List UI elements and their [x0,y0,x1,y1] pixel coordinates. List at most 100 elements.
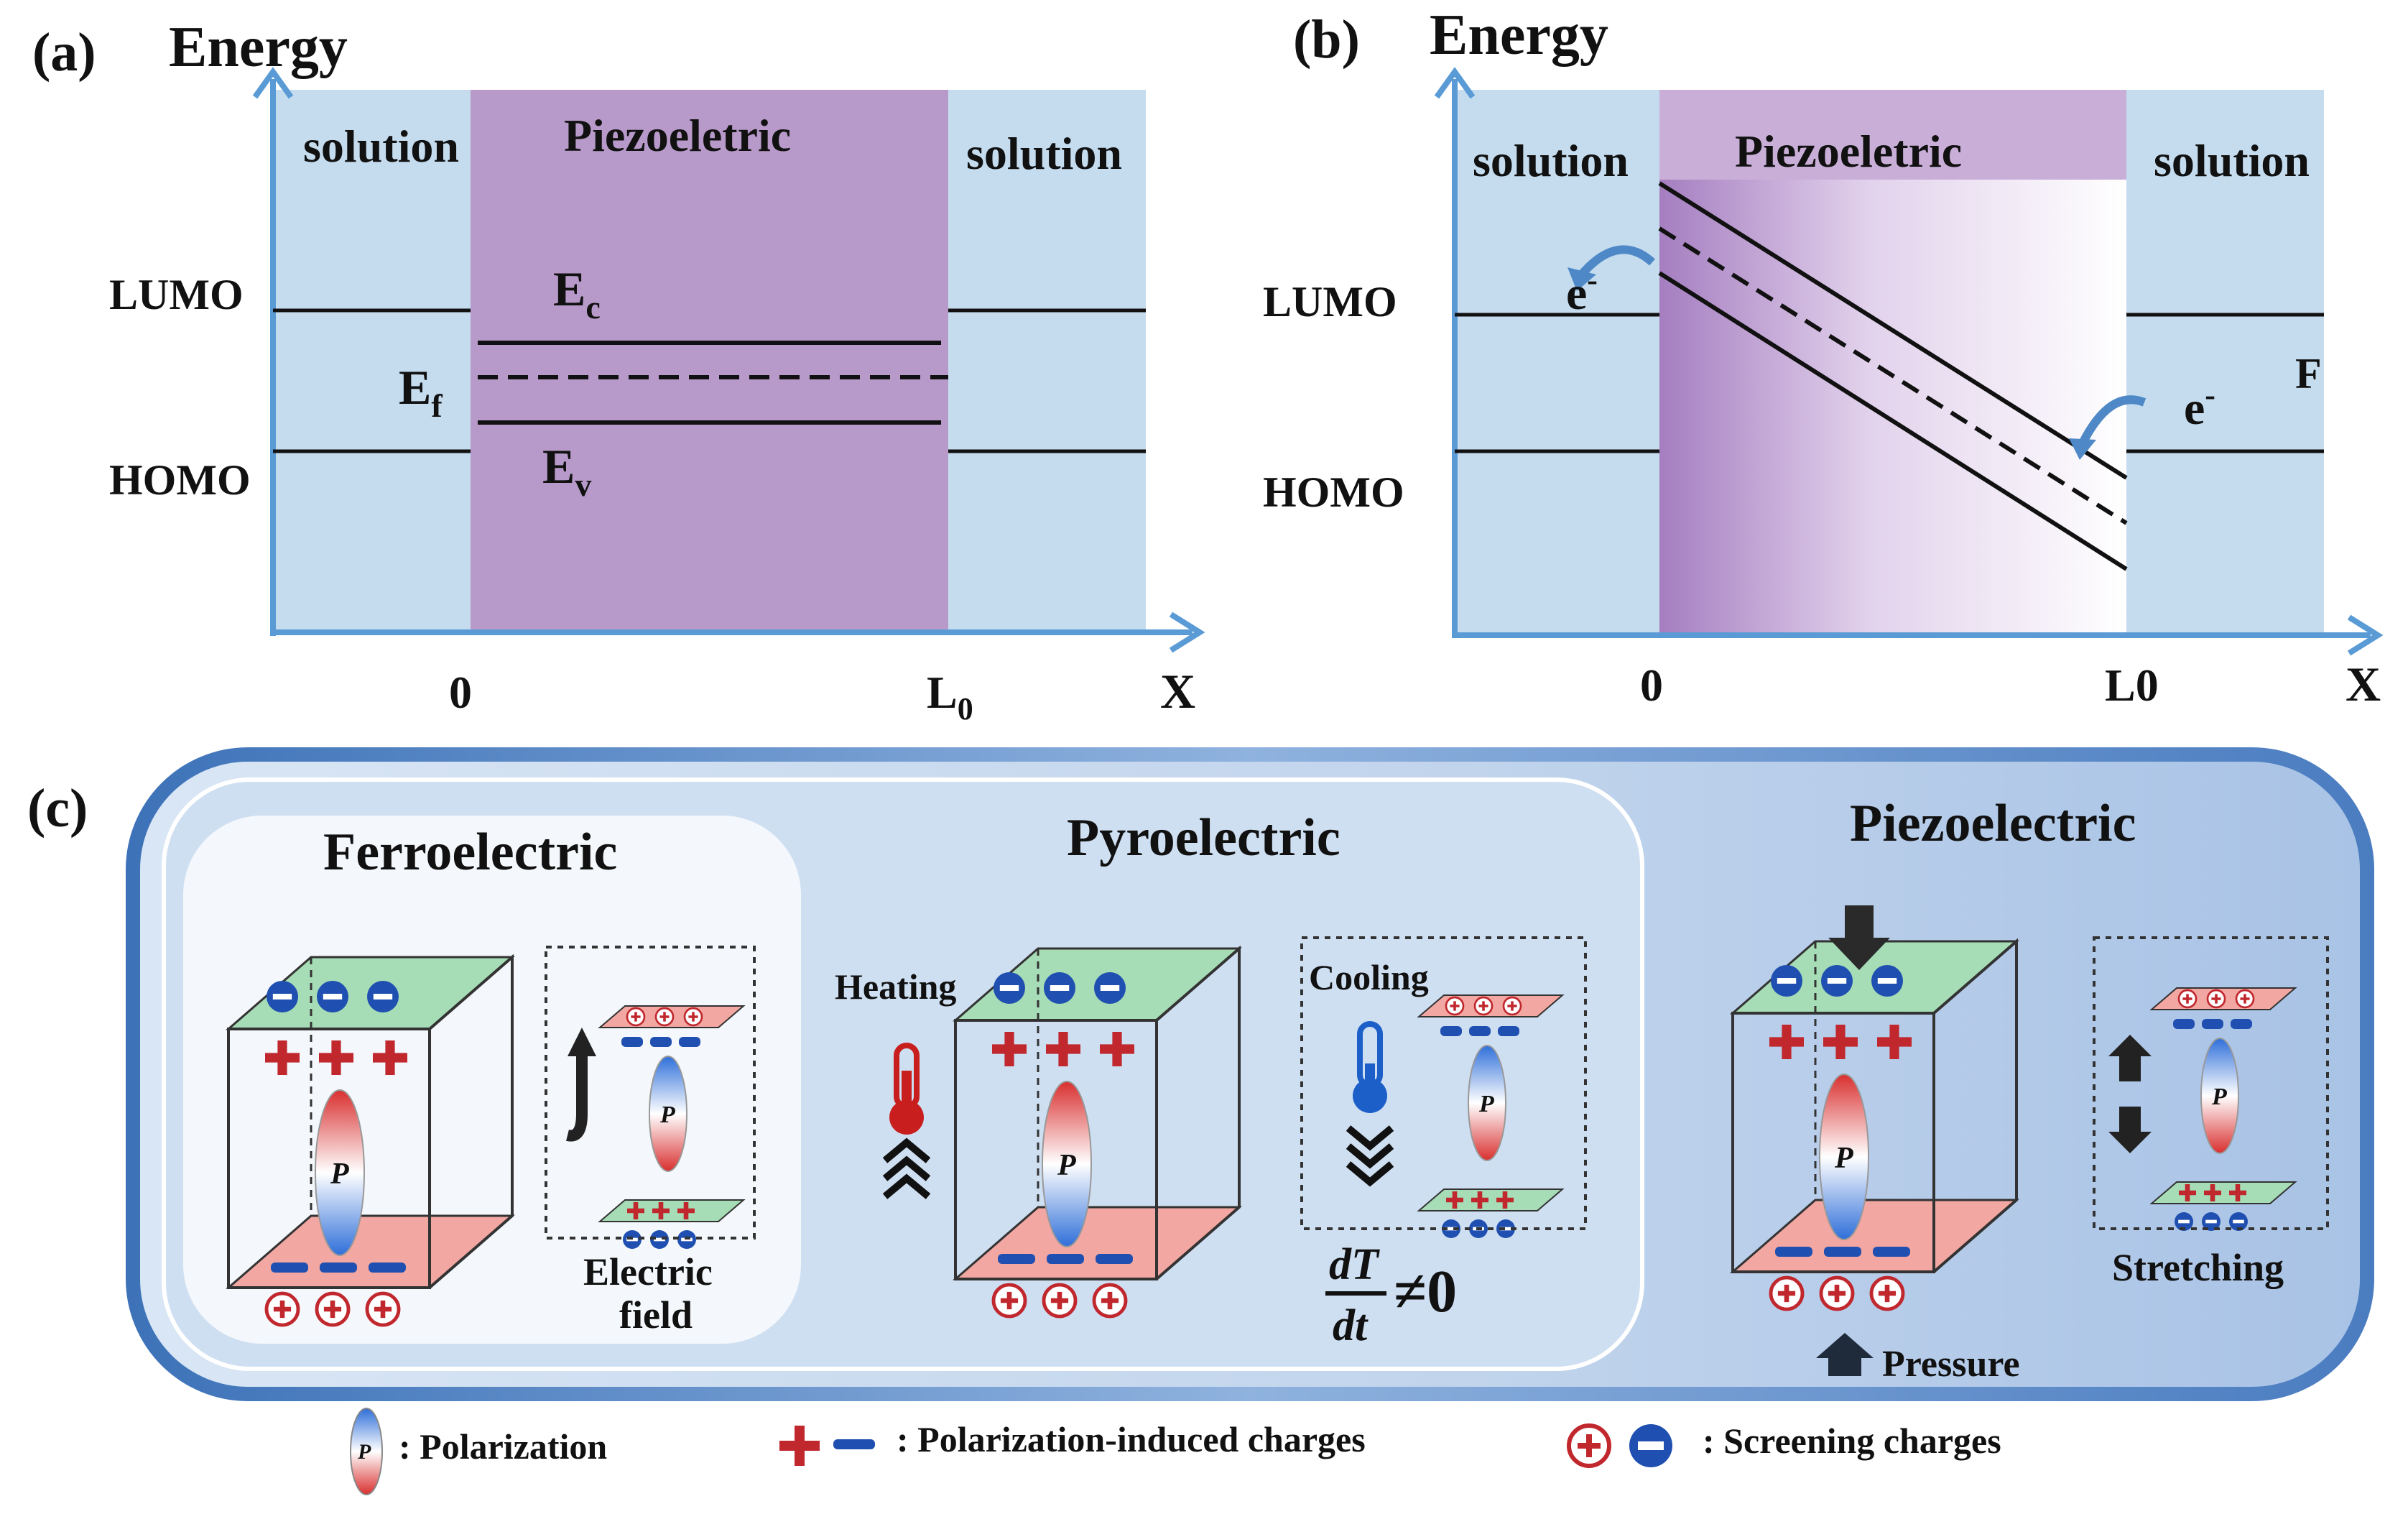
piezo-cube-bottom-screen-2-sign [1878,1284,1897,1303]
solution-left-region [273,90,471,632]
panel-a-piezo-label: Piezoeletric [564,110,791,161]
legend: P : Polarization : Polarization-induced … [350,1408,2001,1495]
electron-transfer-arrow-left-icon [1573,245,1656,283]
ferro-title: Ferroelectric [323,823,617,882]
piezo-inset-bottom-plate-induced-2 [2229,1184,2246,1201]
ferro-cube-top-induced-1 [319,1040,353,1075]
solution-left-region [1455,90,1659,636]
piezo-inset-top-plate-induced-1 [2202,1019,2223,1029]
panel-a-homo: HOMO [109,456,251,504]
piezo-cube-top-screen-2-sign [1877,978,1897,984]
pyro-title: Pyroelectric [1067,808,1340,867]
piezo-cube-top-induced-0 [1769,1025,1804,1059]
dt-label: dt [1333,1301,1369,1350]
piezo-cube-top-induced-2 [1877,1025,1912,1059]
legend-induced-label: : Polarization-induced charges [897,1419,1366,1459]
ferro-field-inset [545,946,756,1240]
pyro-cube-top-screen-2-sign [1100,985,1120,991]
piezo-header-band [1659,90,2126,180]
piezo-cube-side-edges [1932,938,2018,1273]
legend-minus-icon [833,1439,875,1449]
piezo-cube-polarization-label: P [1834,1142,1853,1175]
panel-c-label: (c) [27,778,88,839]
electron-transfer-arrow-right-head-icon [2069,438,2096,460]
piezo-inset-bottom-plate-induced-0 [2179,1184,2196,1201]
electric-field-label-2: field [619,1293,693,1337]
ferro-inset-bottom-plate-induced-2 [677,1202,695,1219]
piezo-inset-top-plate-screen-0-sign [2182,994,2192,1004]
y-axis-arrow-icon [252,67,294,99]
pyro-inset-top-plate-induced-0 [1440,1026,1462,1036]
cooling-chevrons-icon [1346,1125,1394,1187]
ferro-inset-bottom-plate-induced-0 [627,1202,644,1219]
panel-b-homo: HOMO [1263,468,1404,516]
panel-b: (b) Energy solution Piezoeletric solutio… [1263,4,2384,711]
piezo-gradient-region [1659,90,2126,636]
legend-polarization-label: : Polarization [399,1426,607,1467]
ferro-cube-top-screen-0-sign [272,994,292,1000]
ferro-cube-polarization-label: P [330,1158,349,1191]
x-axis-arrow-icon [2347,614,2384,656]
piezo-inset-top-plate-induced-0 [2173,1019,2195,1029]
electron-transfer-arrow-right-icon [2075,395,2147,451]
legend-screening-minus-icon [1629,1424,1672,1467]
pyro-inset-ellipse-label: P [1478,1091,1494,1117]
pyro-cooling-inset [1300,936,1587,1230]
pyro-cube-side-edges [1155,945,1241,1280]
panel-b-electron-right: e- [2184,377,2215,435]
pyro-cube-top-induced-0 [992,1032,1027,1066]
piezo-cube-bottom-screen-1-sign [1828,1284,1846,1303]
piezo-inset-top-plate-screen-1-sign [2211,994,2221,1004]
stretch-down-arrow-icon [2108,1107,2152,1153]
pyro-inset-top-plate-screen-1-sign [1478,1001,1488,1011]
ferro-cube-front-edges [227,1028,431,1289]
piezo-cube-top-screen-0-sign [1777,978,1797,984]
piezo-inset-bottom-plate [2149,1181,2297,1204]
panel-c: (c) Ferroelectric Pyroelectric Piezoelec… [27,747,2374,1401]
panel-a-ec: Ec [553,262,601,326]
pyro-cube-bottom-screen-1-sign [1050,1291,1069,1310]
ferro-inset-top-plate-screen-0-sign [631,1012,641,1022]
piezo-cube-front-edges [1731,1012,1935,1273]
ferro-cube-bottom-screen-1-sign [323,1300,342,1319]
pressure-down-arrow-icon [1828,905,1890,970]
panel-a-energy-label: Energy [169,16,348,79]
panel-a-solution-right: solution [966,128,1122,179]
piezo-inset-bottom-plate-screen-0-sign [2178,1219,2190,1224]
panel-b-solution-right: solution [2154,135,2310,186]
ferro-cube-top-induced-0 [265,1040,300,1075]
pyro-cube-bottom-induced-2 [1096,1254,1133,1264]
pyro-inset-bottom-plate-screen-0-sign [1445,1227,1457,1231]
piezo-cube-bottom-screen-0-sign [1777,1284,1796,1303]
piezo-cube-bottom-induced-1 [1824,1247,1861,1257]
pyro-cube-top-induced-1 [1046,1032,1080,1066]
ef-band-tilted [1658,226,2128,525]
legend-screening-plus-icon [1567,1423,1611,1468]
panel-a-tick-0: 0 [449,667,472,718]
cooling-label: Cooling [1309,957,1429,997]
piezo-cube-top-induced-1 [1823,1025,1858,1059]
panel-a-lumo: LUMO [109,271,244,318]
piezo-inset-top-plate-induced-2 [2231,1019,2252,1029]
panel-a-label: (a) [32,22,96,83]
ferro-inset-bottom-plate-induced-1 [652,1202,670,1219]
panel-b-label: (b) [1293,9,1360,70]
panel-a-solution-left: solution [303,121,459,172]
ferro-cube-side-edges [428,954,514,1289]
pressure-label: Pressure [1882,1344,2020,1385]
pyro-inset-top-plate-induced-2 [1498,1026,1519,1036]
pyro-inset-bottom-plate-induced-1 [1471,1191,1488,1209]
rotation-arrow-icon [566,1046,588,1142]
piezo-inset-ellipse-label: P [2211,1084,2227,1110]
ev-band-tilted [1658,271,2128,571]
pyro-inset-top-plate-screen-0-sign [1450,1001,1460,1011]
ferro-cube-bottom-screen-0-sign [273,1300,292,1319]
piezo-inset-bottom-plate-screen-1-sign [2205,1219,2217,1224]
pyro-cube-bottom-screen-2-sign [1101,1291,1119,1310]
panel-a: (a) Energy solution Piezoeletric solutio… [32,16,1205,726]
piezo-inset-ellipse [2200,1038,2239,1154]
ferro-cube-bottom-screen-2-sign [374,1300,392,1319]
pyro-cube-top-screen-0-sign [999,985,1019,991]
ferro-inset-bottom-plate-screen-1-sign [654,1237,665,1242]
